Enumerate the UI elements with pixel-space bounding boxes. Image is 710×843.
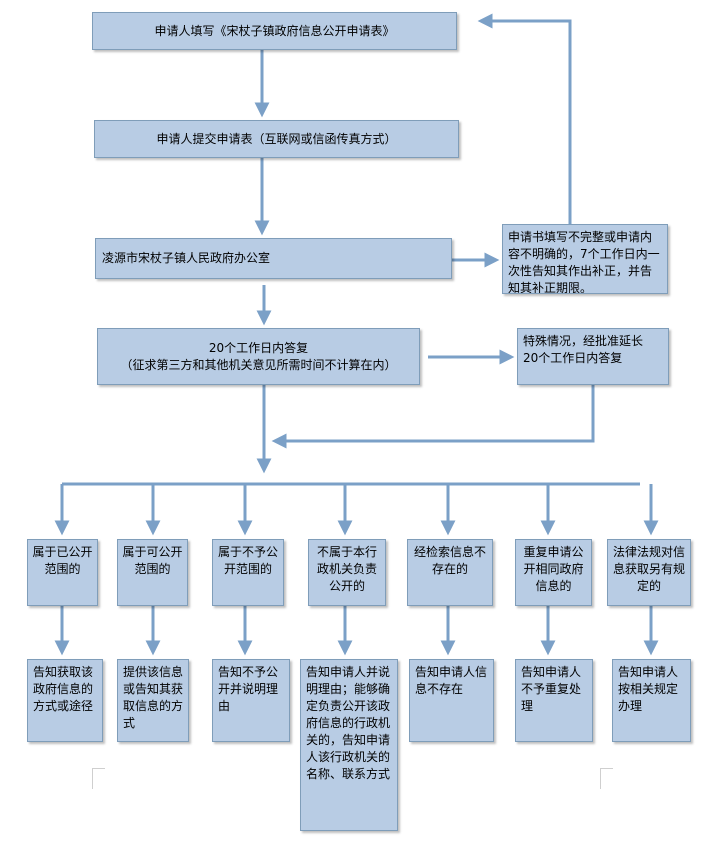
branch-condition-5-text: 经检索信息不存在的 [413, 545, 486, 576]
branch-result-4: 告知申请人并说明理由；能够确定负责公开该政府信息的行政机关的，告知申请人该行政机… [300, 659, 398, 831]
side-extension-text: 特殊情况，经批准延长 20个工作日内答复 [523, 334, 644, 365]
branch-condition-3-text: 属于不予公开范围的 [217, 545, 278, 576]
side-extension: 特殊情况，经批准延长 20个工作日内答复 [517, 328, 669, 385]
branch-condition-3: 属于不予公开范围的 [212, 539, 284, 606]
branch-result-1: 告知获取该政府信息的方式或途径 [27, 659, 103, 742]
branch-condition-7: 法律法规对信息获取另有规定的 [607, 539, 691, 606]
step-reply-20-days: 20个工作日内答复 （征求第三方和其他机关意见所需时间不计算在内） [97, 328, 420, 385]
branch-result-7: 告知申请人按相关规定办理 [612, 659, 691, 742]
branch-result-2-text: 提供该信息或告知其获取信息的方式 [123, 665, 184, 730]
branch-result-5: 告知申请人信息不存在 [409, 659, 494, 742]
arrow-incomplete-back-to-start [477, 13, 572, 224]
branch-condition-6-text: 重复申请公开相同政府信息的 [523, 545, 584, 593]
branch-condition-1-text: 属于已公开范围的 [32, 545, 93, 576]
side-incomplete-application-text: 申请书填写不完整或申请内容不明确的，7个工作日内一次性告知其作出补正，并告知其补… [508, 230, 660, 294]
branch-condition-4-text: 不属于本行政机关负责公开的 [316, 545, 377, 593]
arrow-extension-to-main [271, 385, 595, 449]
branch-condition-2-text: 属于可公开范围的 [122, 545, 183, 576]
branch-condition-4: 不属于本行政机关负责公开的 [308, 539, 386, 606]
branch-result-7-text: 告知申请人按相关规定办理 [618, 665, 679, 713]
branch-condition-5: 经检索信息不存在的 [407, 539, 493, 606]
branch-condition-6: 重复申请公开相同政府信息的 [515, 539, 592, 606]
side-incomplete-application: 申请书填写不完整或申请内容不明确的，7个工作日内一次性告知其作出补正，并告知其补… [502, 224, 668, 294]
branch-condition-1: 属于已公开范围的 [27, 539, 98, 606]
step-fill-form: 申请人填写《宋杖子镇政府信息公开申请表》 [92, 12, 457, 50]
branch-result-2: 提供该信息或告知其获取信息的方式 [117, 659, 189, 742]
step-submit-form-text: 申请人提交申请表（互联网或信函传真方式） [156, 131, 397, 146]
branch-result-4-text: 告知申请人并说明理由；能够确定负责公开该政府信息的行政机关的，告知申请人该行政机… [306, 665, 391, 781]
branch-result-1-text: 告知获取该政府信息的方式或途径 [33, 665, 94, 713]
corner-mark-right [600, 768, 613, 789]
corner-mark-left [92, 768, 105, 789]
branch-condition-2: 属于可公开范围的 [117, 539, 188, 606]
branch-result-6-text: 告知申请人不予重复处理 [521, 665, 582, 713]
branch-result-3: 告知不予公开并说明理由 [212, 659, 290, 742]
step-office: 凌源市宋杖子镇人民政府办公室 [95, 238, 452, 279]
step-submit-form: 申请人提交申请表（互联网或信函传真方式） [94, 120, 459, 158]
branch-result-3-text: 告知不予公开并说明理由 [218, 665, 279, 713]
step-office-text: 凌源市宋杖子镇人民政府办公室 [102, 251, 271, 265]
branch-condition-7-text: 法律法规对信息获取另有规定的 [612, 545, 685, 593]
step-reply-20-days-text: 20个工作日内答复 （征求第三方和其他机关意见所需时间不计算在内） [120, 340, 397, 372]
step-fill-form-text: 申请人填写《宋杖子镇政府信息公开申请表》 [154, 23, 395, 38]
branch-result-5-text: 告知申请人信息不存在 [415, 665, 488, 696]
branch-result-6: 告知申请人不予重复处理 [515, 659, 593, 742]
